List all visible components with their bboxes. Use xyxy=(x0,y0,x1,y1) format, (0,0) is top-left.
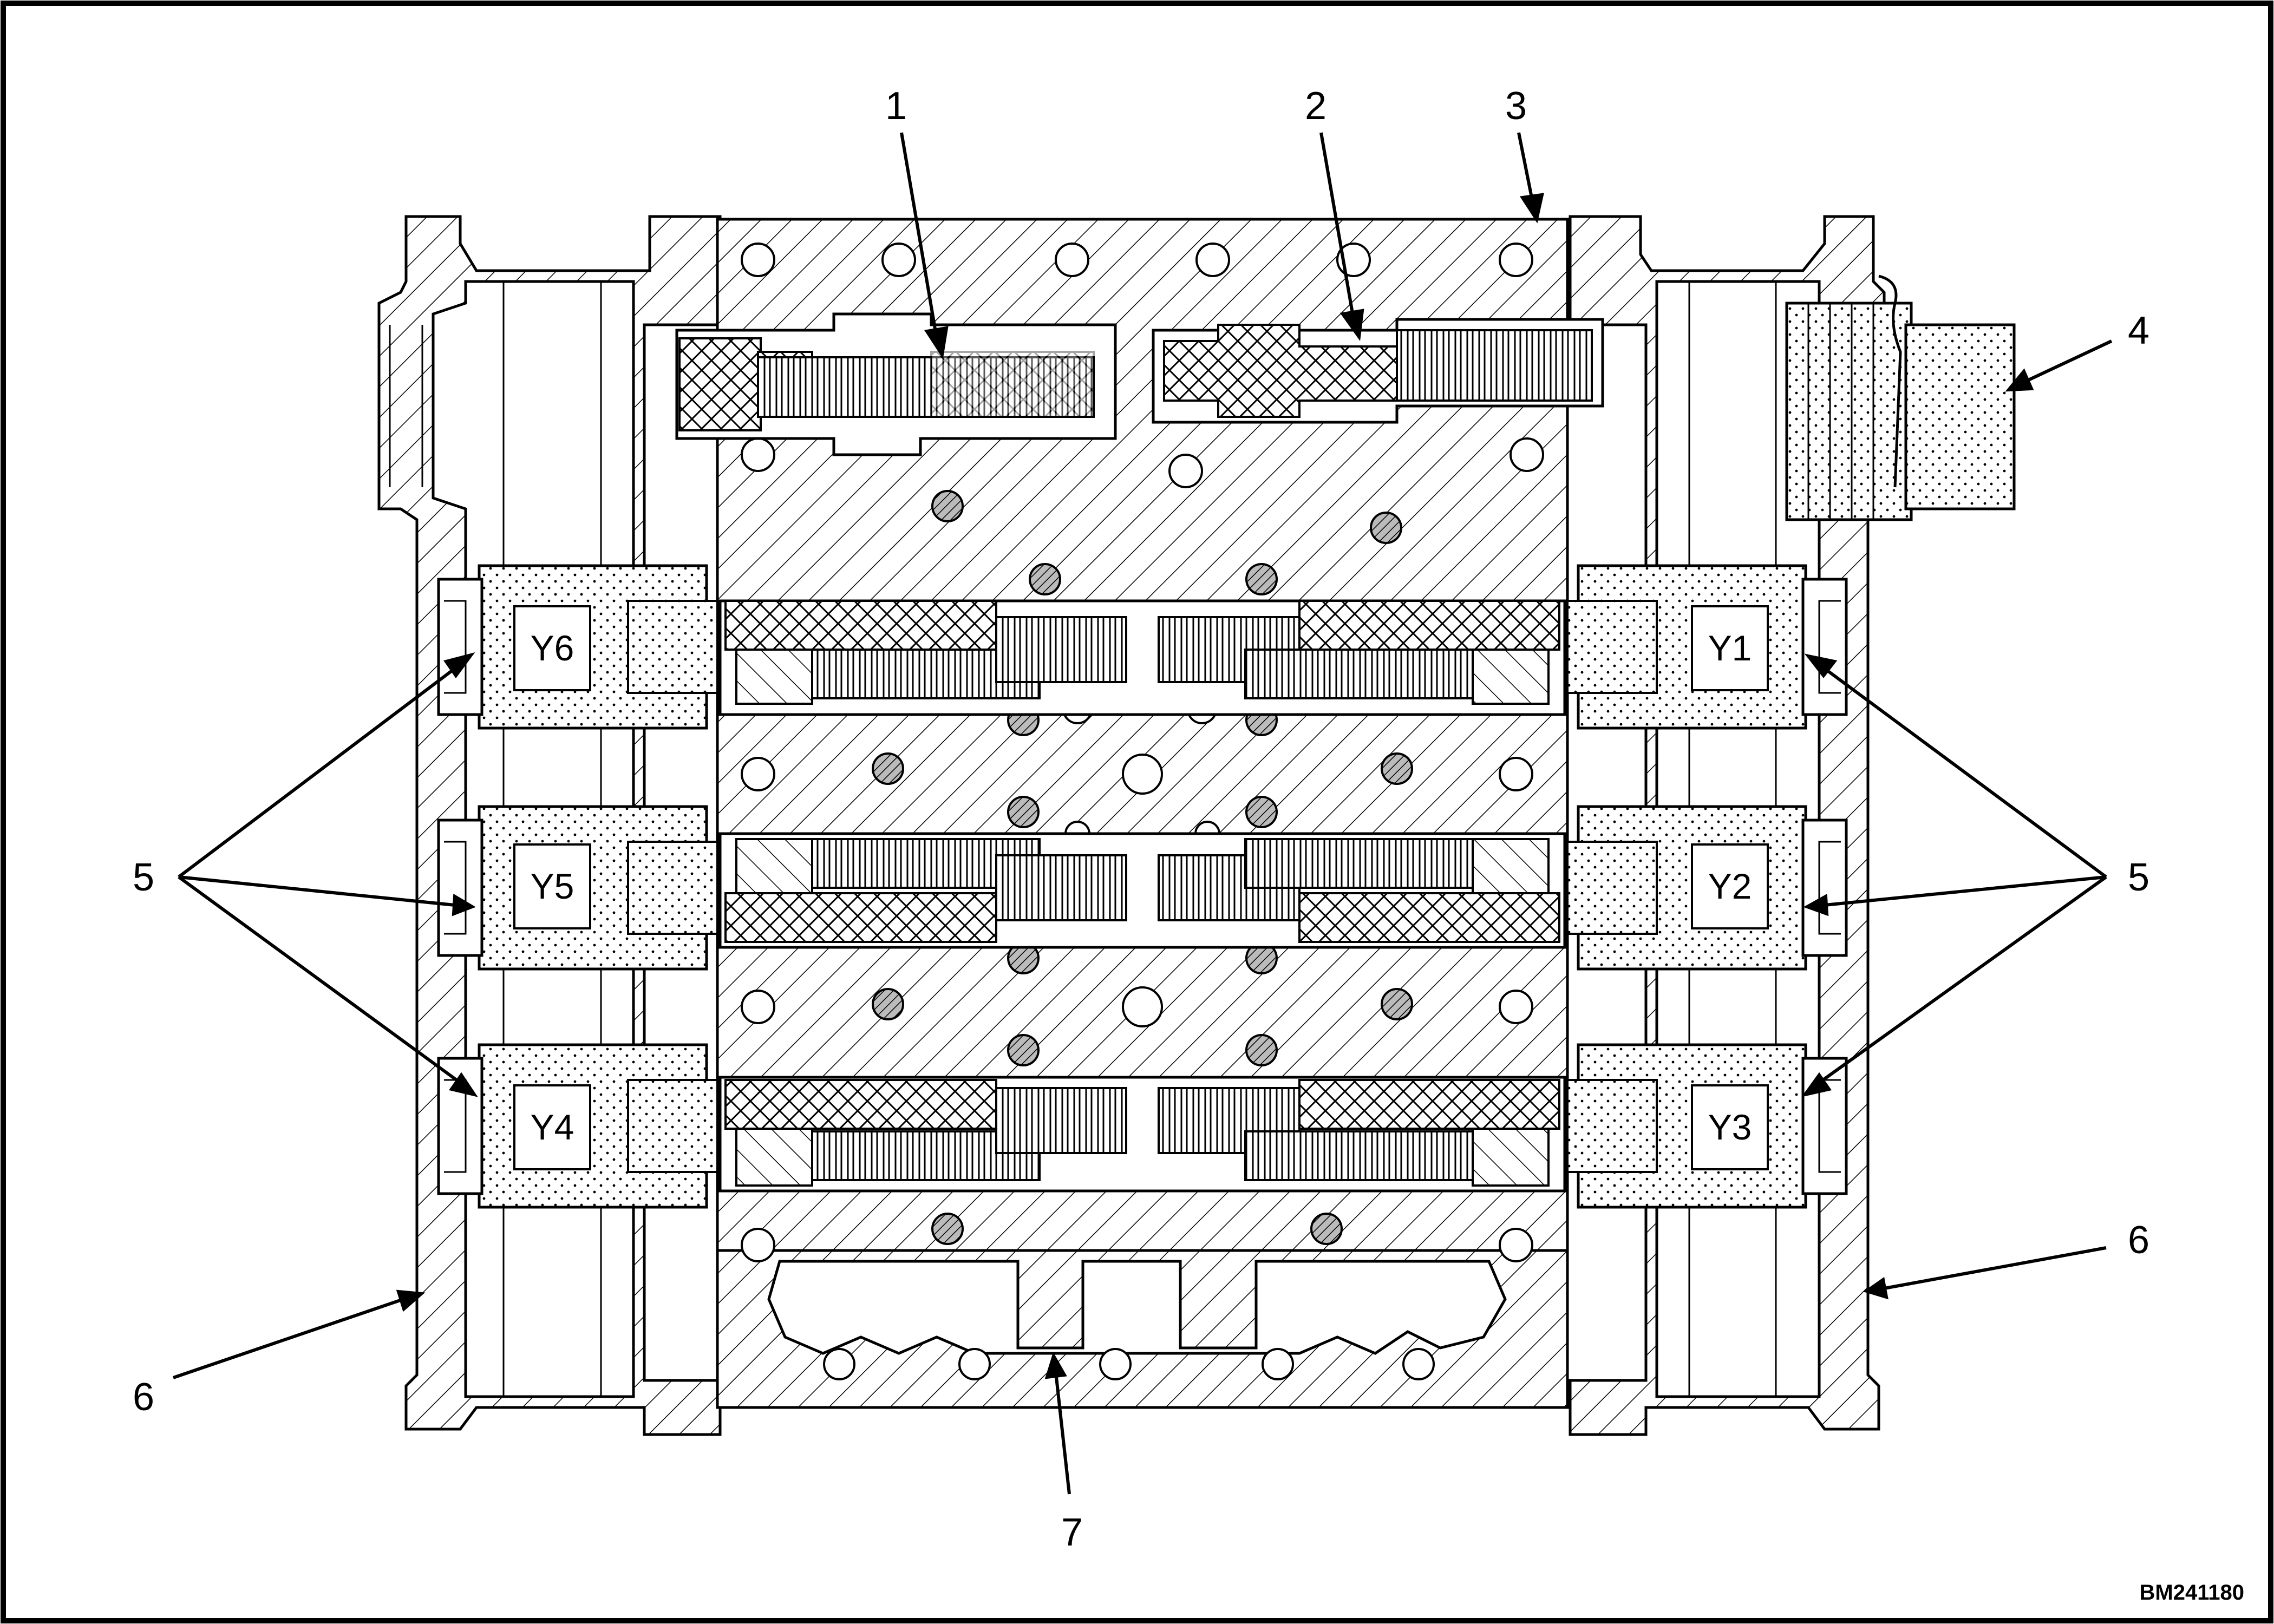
lower-cavity xyxy=(767,1260,1507,1355)
callout-1: 1 xyxy=(885,84,907,128)
figure-id: BM241180 xyxy=(2140,1581,2244,1605)
leader-lines xyxy=(173,132,2113,1495)
callout-6-right: 6 xyxy=(2128,1219,2149,1262)
callout-5-left: 5 xyxy=(133,856,154,899)
label-y1: Y1 xyxy=(1708,628,1752,668)
callout-4: 4 xyxy=(2128,309,2149,352)
callout-7: 7 xyxy=(1061,1511,1083,1554)
callout-2: 2 xyxy=(1305,84,1327,128)
bore-row-3 xyxy=(718,1076,1566,1193)
callout-3: 3 xyxy=(1505,84,1527,128)
top-valve-2 xyxy=(1152,318,1604,424)
valve-body xyxy=(675,218,1604,1409)
right-solenoids xyxy=(1566,564,1848,1209)
label-y6: Y6 xyxy=(531,628,574,668)
dowel-pins xyxy=(872,490,1413,1245)
callout-6-left: 6 xyxy=(133,1376,154,1419)
label-y2: Y2 xyxy=(1708,866,1752,906)
top-valve-1 xyxy=(675,312,1117,456)
connector-sensor xyxy=(1785,274,2016,521)
callout-5-right: 5 xyxy=(2128,856,2149,899)
solenoid-labels: Y6 Y5 Y4 Y1 Y2 Y3 xyxy=(513,605,1769,1170)
label-y5: Y5 xyxy=(531,866,574,906)
bore-row-1 xyxy=(718,599,1566,716)
callout-labels: 1 2 3 4 5 5 6 6 7 xyxy=(133,84,2149,1554)
bore-row-2 xyxy=(718,832,1566,949)
label-y4: Y4 xyxy=(531,1107,574,1147)
solenoid-y4 xyxy=(437,1043,718,1209)
label-y3: Y3 xyxy=(1708,1107,1752,1147)
